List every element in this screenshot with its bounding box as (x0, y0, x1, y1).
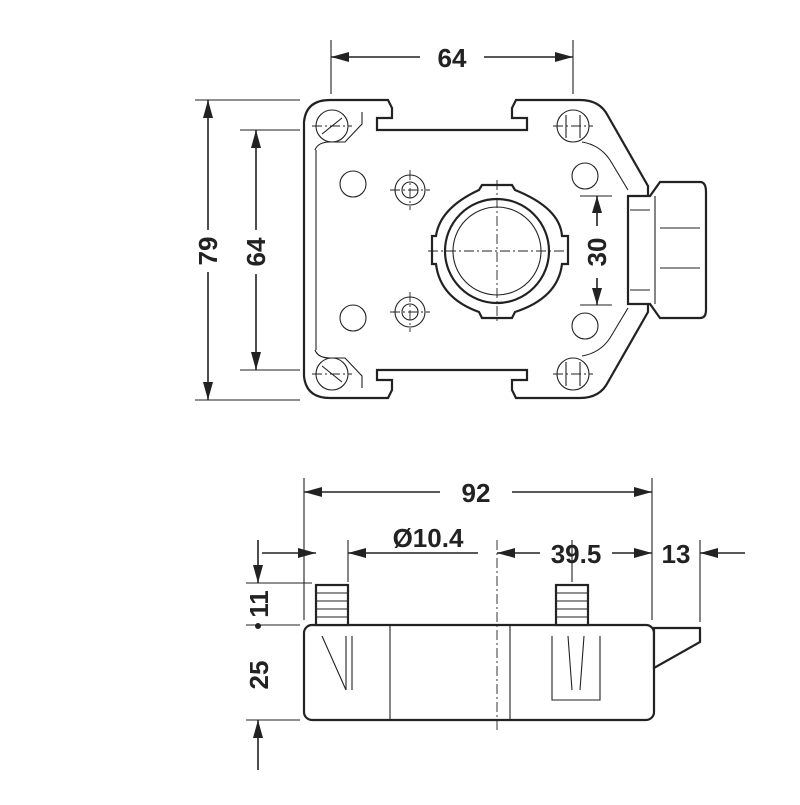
mount-hole (571, 162, 599, 190)
left-threaded-pin (314, 583, 350, 627)
dim-label-offset: 39.5 (551, 539, 602, 569)
right-threaded-pin (554, 583, 590, 627)
right-slot (567, 635, 573, 691)
dim-pin-diameter: Ø10.4 (262, 523, 478, 582)
dim-label-tab: 13 (662, 539, 691, 569)
dim-label-total-height: 79 (193, 237, 223, 266)
countersunk-hole-upper (390, 170, 430, 210)
dim-offset: 39.5 (497, 539, 652, 582)
mount-hole (571, 312, 599, 340)
side-handle (626, 180, 708, 320)
dim-label-opening: 30 (582, 238, 612, 267)
dim-inner-height: 64 (240, 129, 300, 371)
dim-opening: 30 (580, 195, 612, 306)
corner-screw-top-right (553, 109, 593, 143)
mount-hole (339, 304, 367, 332)
side-body (302, 623, 656, 722)
corner-screw-top-left (312, 109, 352, 143)
dim-top-width: 64 (330, 40, 574, 94)
right-slot (579, 635, 585, 691)
dim-label-pin-height: 11 (244, 590, 274, 618)
side-tab (652, 626, 702, 670)
corner-screw-bottom-right (553, 357, 593, 391)
side-view: 92 Ø10.4 39.5 13 (244, 478, 745, 770)
dim-pin-height: 11 (244, 540, 312, 629)
dim-label-overall-length: 92 (462, 478, 491, 508)
dim-body-height: 25 (244, 624, 300, 770)
inner-border (314, 112, 629, 388)
dim-overall-length: 92 (303, 478, 653, 620)
left-slot (321, 635, 347, 691)
top-view: 64 79 64 (193, 40, 708, 401)
dim-tab: 13 (662, 539, 745, 622)
corner-screw-bottom-left (312, 357, 352, 391)
right-slot (551, 636, 601, 701)
dim-label-body-height: 25 (244, 661, 274, 690)
countersunk-hole-lower (390, 292, 430, 332)
cylinder-opening (428, 180, 570, 322)
dim-label-inner-height: 64 (241, 237, 271, 266)
dim-label-pin-diameter: Ø10.4 (393, 523, 464, 553)
mount-hole (339, 170, 367, 198)
dim-total-height: 79 (193, 99, 300, 401)
dim-label-top-width: 64 (438, 43, 467, 73)
